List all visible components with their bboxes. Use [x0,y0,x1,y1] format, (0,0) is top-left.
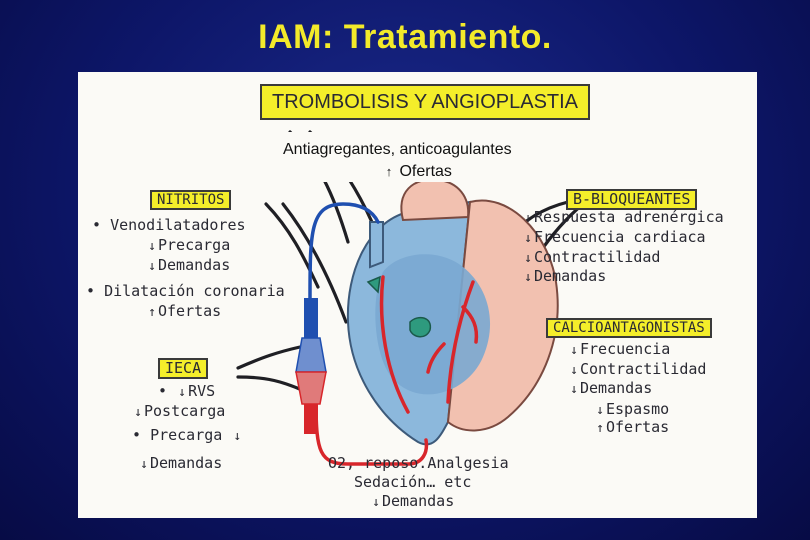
arrow-down-icon: ↓ [372,495,380,510]
subtitle-line-2-text: Ofertas [399,163,452,180]
calcio-line-2: ↓Contractilidad [568,362,706,378]
ieca-line-3: • Precarga ↓ [132,428,243,444]
arrow-down-icon: ↓ [178,385,186,400]
bottom-line-2: Sedación… etc [354,473,472,491]
arrow-down-icon: ↓ [524,231,532,246]
arrow-up-icon: ↑ [385,164,393,179]
bbloq-line-4: ↓Demandas [522,269,606,285]
vena-cava [369,221,384,269]
arrow-down-icon: ↓ [140,457,148,472]
vein-circuit [308,202,380,302]
ischemic-area-1 [409,316,432,338]
arrow-down-icon: ↓ [524,251,532,266]
arrow-up-icon: ↑ [148,305,156,320]
bbloq-line-1: ↓Respuesta adrenérgica [522,210,724,226]
arrow-down-icon: ↓ [570,382,578,397]
bottom-line-3: ↓Demandas [370,494,454,510]
arrow-down-icon: ↓ [524,211,532,226]
ischemic-area-2 [366,275,381,294]
arrow-down-icon: ↓ [233,429,242,444]
heart-inner-blue [375,254,491,395]
arrow-up-icon: ↑ [596,421,604,436]
arrow-down-icon: ↓ [570,363,578,378]
ieca-line-2: ↓Postcarga [132,404,225,420]
calcio-line-3: ↓Demandas [568,381,652,397]
artery-circuit [314,400,429,466]
subtitle-box [258,132,618,182]
arrow-down-icon: ↓ [134,405,142,420]
label-nitritos: NITRITOS [150,190,232,210]
arrow-down-icon: ↓ [596,403,604,418]
ieca-line-4: ↓Demandas [138,456,222,472]
slide-title: IAM: Tratamiento. [258,18,552,56]
ieca-line-1: • ↓RVS [158,382,216,400]
calcio-line-1: ↓Frecuencia [568,342,670,358]
nitritos-line-2: ↓Precarga [146,238,230,254]
diagram-board: TROMBOLISIS Y ANGIOPLASTIA Antiagregante… [78,72,757,518]
calcio-line-5: ↑Ofertas [594,420,669,436]
connector-nitritos [264,202,320,289]
bottom-line-1: O2, reposo.Analgesia [328,454,509,472]
subtitle-line-2: ↑ Ofertas [383,164,452,180]
nitritos-line-4: • Dilatación coronaria [86,282,285,300]
arrow-down-icon: ↓ [524,270,532,285]
coronary-artery-left [446,280,475,404]
connector-ieca [236,345,302,370]
heart-right-pink [446,199,559,432]
bbloq-line-3: ↓Contractilidad [522,250,660,266]
header-trombolisis: TROMBOLISIS Y ANGIOPLASTIA [260,84,591,120]
connector-nitritos-2 [281,202,348,324]
label-ieca: IECA [158,358,209,379]
aorta [400,178,470,222]
nitritos-line-3: ↓Demandas [146,258,230,274]
coronary-artery-right [379,275,410,414]
nitritos-line-1: • Venodilatadores [92,216,246,234]
calcio-line-4: ↓Espasmo [594,402,669,418]
arrow-down-icon: ↓ [148,259,156,274]
bbloq-line-2: ↓Frecuencia cardiaca [522,230,706,246]
capillary-bed [295,298,327,434]
label-calcioantagonistas: CALCIOANTAGONISTAS [546,318,712,338]
label-bbloqueantes: B-BLOQUEANTES [566,189,698,210]
subtitle-line-1: Antiagregantes, anticoagulantes [283,141,512,158]
connector-ieca-2 [236,375,304,392]
arrow-down-icon: ↓ [148,239,156,254]
arrow-down-icon: ↓ [570,343,578,358]
nitritos-line-5: ↑Ofertas [146,304,221,320]
heart-diagram [236,130,585,466]
coronary-branch [461,305,479,344]
